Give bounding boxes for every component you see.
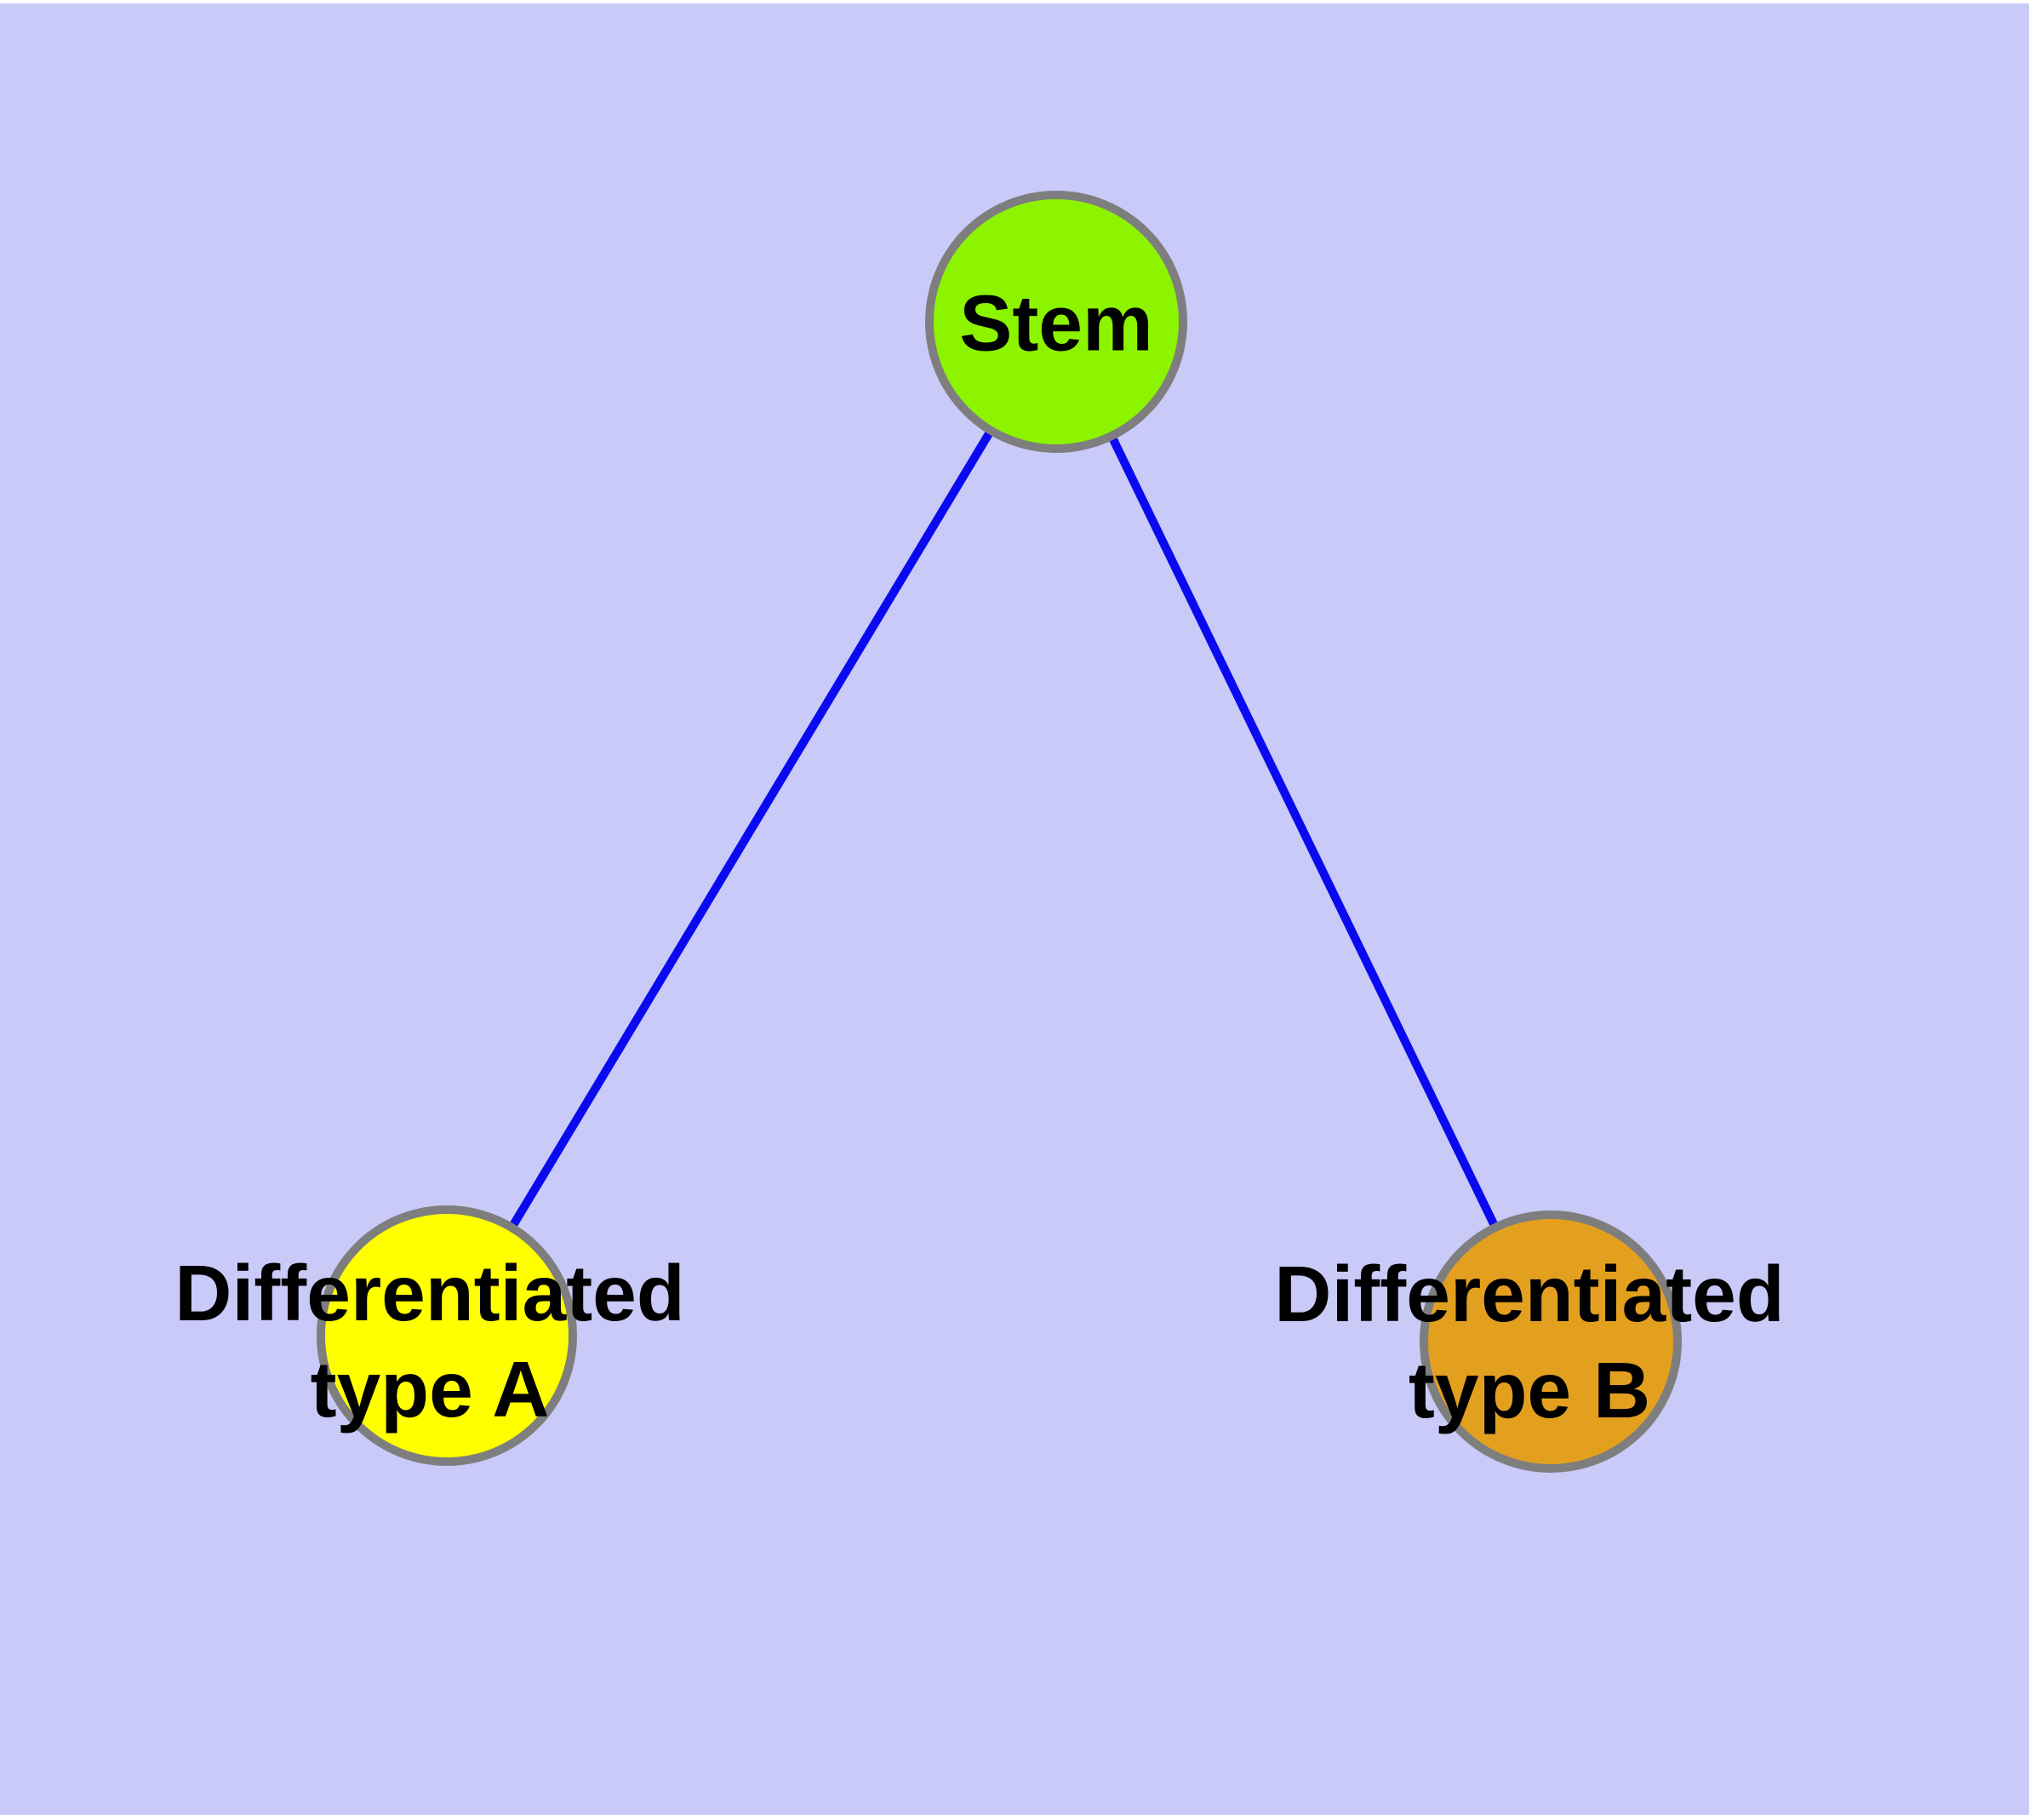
node-type-b-label: Differentiated type B	[1274, 1246, 1784, 1439]
node-stem-circle	[925, 191, 1187, 453]
node-type-a-label-line1: Differentiated	[174, 1249, 685, 1338]
edge-stem-to-type-a	[443, 319, 1060, 1338]
node-type-a-label: Differentiated type A	[174, 1245, 684, 1438]
node-type-b-circle	[1420, 1210, 1682, 1473]
node-type-b-label-line1: Differentiated	[1274, 1250, 1785, 1339]
node-type-a-label-line2: type A	[310, 1345, 550, 1434]
node-type-b-label-line2: type B	[1408, 1346, 1651, 1434]
node-type-a-circle	[317, 1205, 577, 1466]
edge-stem-to-type-b	[1052, 319, 1555, 1344]
node-stem-label: Stem	[959, 278, 1153, 368]
